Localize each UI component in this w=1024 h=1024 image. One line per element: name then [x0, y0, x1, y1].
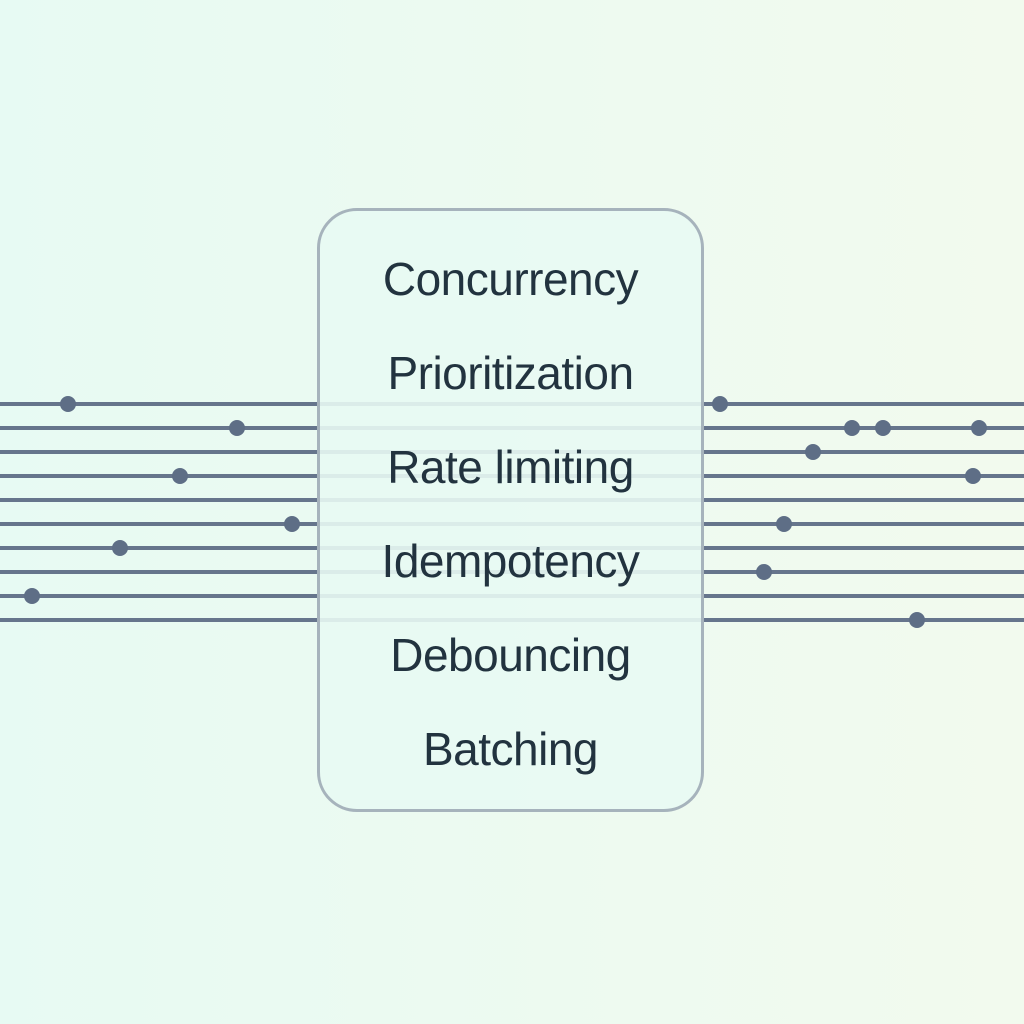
- stream-node-dot: [965, 468, 981, 484]
- stream-node-dot: [776, 516, 792, 532]
- stream-node-dot: [172, 468, 188, 484]
- concept-label: Concurrency: [382, 253, 639, 305]
- concept-label: Prioritization: [387, 347, 634, 399]
- stream-node-dot: [229, 420, 245, 436]
- stream-node-dot: [909, 612, 925, 628]
- stream-node-dot: [712, 396, 728, 412]
- stream-node-dot: [112, 540, 128, 556]
- concept-label: Batching: [422, 723, 599, 775]
- stream-node-dot: [875, 420, 891, 436]
- stream-node-dot: [24, 588, 40, 604]
- stream-node-dot: [971, 420, 987, 436]
- stream-node-dot: [844, 420, 860, 436]
- stream-node-dot: [756, 564, 772, 580]
- concept-label: Debouncing: [390, 629, 631, 681]
- stream-node-dot: [805, 444, 821, 460]
- concept-label: Rate limiting: [387, 441, 634, 493]
- concept-label: Idempotency: [381, 535, 640, 587]
- stream-node-dot: [284, 516, 300, 532]
- stream-node-dot: [60, 396, 76, 412]
